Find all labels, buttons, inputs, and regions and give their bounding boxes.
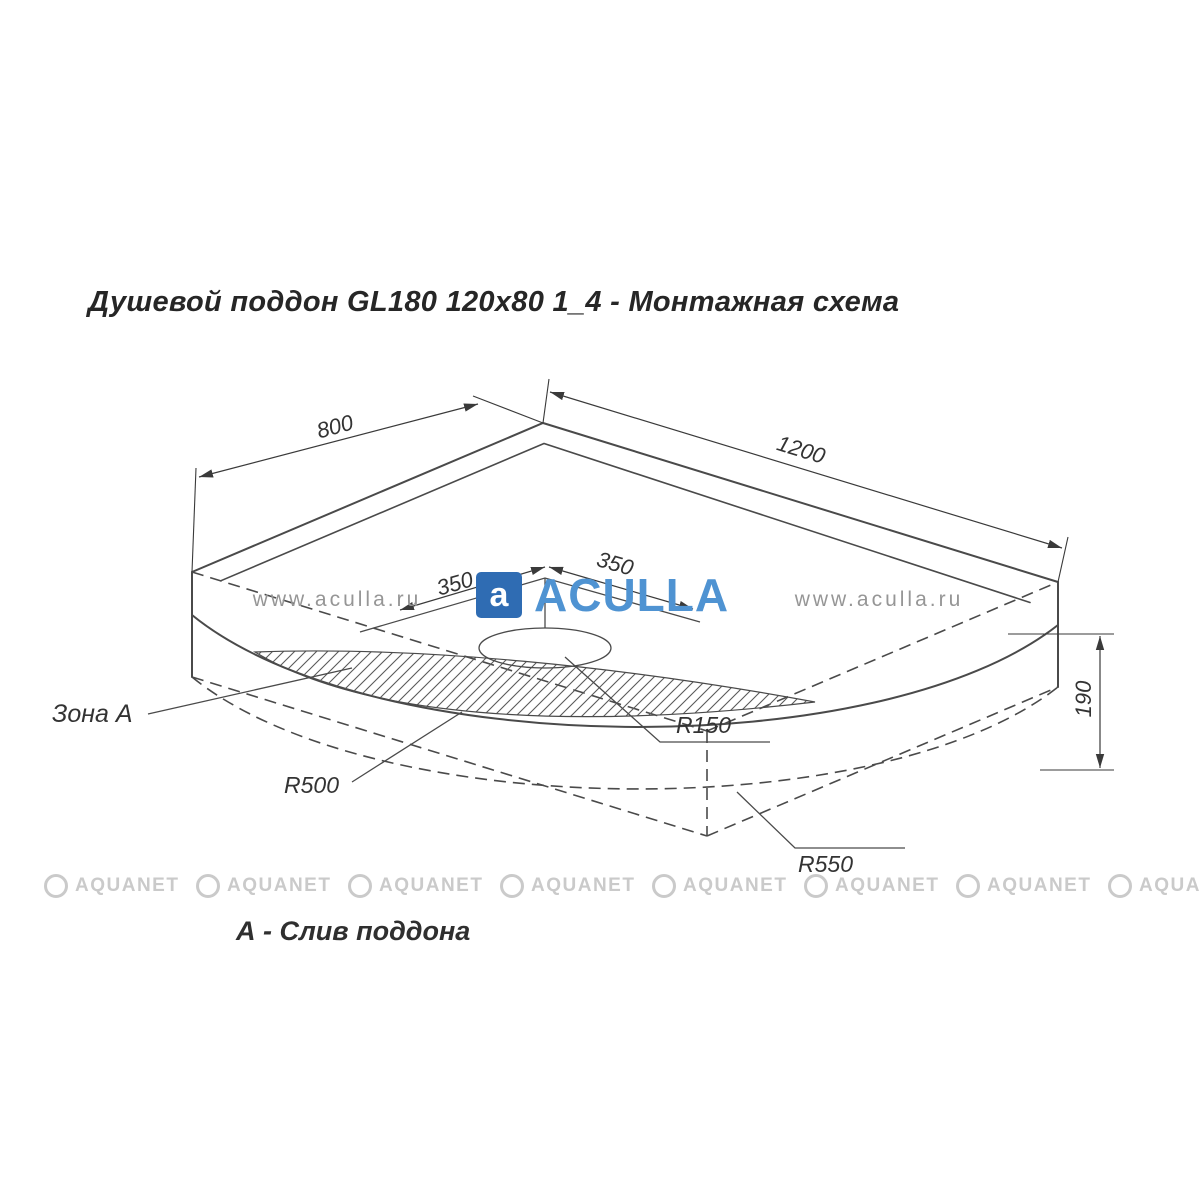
aquanet-text: AQUANET <box>379 875 484 896</box>
r150-label: R150 <box>676 712 731 738</box>
aquanet-text: AQUANET <box>227 875 332 896</box>
aquanet-ring-icon <box>652 874 676 898</box>
watermark-url-right: www.aculla.ru <box>794 588 964 611</box>
dim-line-800 <box>198 403 479 478</box>
drain-caption: А - Слив поддона <box>236 916 471 946</box>
thin-lines <box>147 577 905 849</box>
dim-label-190: 190 <box>1071 680 1096 718</box>
aquanet-ring-icon <box>500 874 524 898</box>
r150-leader-line <box>564 656 770 743</box>
aquanet-watermark: AQUANET <box>196 874 331 898</box>
r550-leader-line <box>736 791 905 849</box>
aculla-logo: a ACULLA <box>476 572 729 618</box>
aquanet-text: AQUANET <box>531 875 636 896</box>
aquanet-watermark: AQUANET <box>956 874 1091 898</box>
aquanet-text: AQUANET <box>835 875 940 896</box>
aculla-brand-text: ACULLA <box>534 569 730 621</box>
r550-label: R550 <box>798 851 853 877</box>
zone-a-label: Зона А <box>52 700 133 728</box>
aquanet-ring-icon <box>44 874 68 898</box>
bbox-front-right-bottom <box>706 686 1059 837</box>
aquanet-text: AQUANET <box>683 875 788 896</box>
drain-circle-r150 <box>478 627 612 669</box>
bbox-front-left-top <box>191 571 708 732</box>
drawing-title: Душевой поддон GL180 120x80 1_4 - Монтаж… <box>88 286 900 318</box>
aquanet-watermark: AQUANET <box>500 874 635 898</box>
aquanet-watermark: AQUANET <box>44 874 179 898</box>
aquanet-text: AQUANET <box>75 875 180 896</box>
aquanet-watermark: AQUANET <box>804 874 939 898</box>
aquanet-ring-icon <box>1108 874 1132 898</box>
aquanet-ring-icon <box>804 874 828 898</box>
aquanet-ring-icon <box>956 874 980 898</box>
dim-line-350-right <box>548 566 694 610</box>
bbox-front-left-bottom <box>191 676 708 837</box>
zone-a-leader-line <box>147 667 353 715</box>
inner-rim-edges <box>219 442 1031 604</box>
dim-line-1200 <box>549 391 1063 549</box>
aquanet-text: AQUANET <box>987 875 1092 896</box>
extension-lines <box>191 378 1114 771</box>
aquanet-text: AQUANET <box>1139 875 1200 896</box>
r500-leader-line <box>351 711 463 783</box>
r500-label: R500 <box>284 772 339 798</box>
aquanet-watermark: AQUANET <box>1108 874 1200 898</box>
aquanet-ring-icon <box>348 874 372 898</box>
drain-zone-hatch <box>252 650 816 718</box>
aquanet-watermark: AQUANET <box>348 874 483 898</box>
aquanet-watermark: AQUANET <box>652 874 787 898</box>
aculla-square-icon: a <box>476 572 522 618</box>
watermark-url-left: www.aculla.ru <box>252 588 422 611</box>
aquanet-ring-icon <box>196 874 220 898</box>
